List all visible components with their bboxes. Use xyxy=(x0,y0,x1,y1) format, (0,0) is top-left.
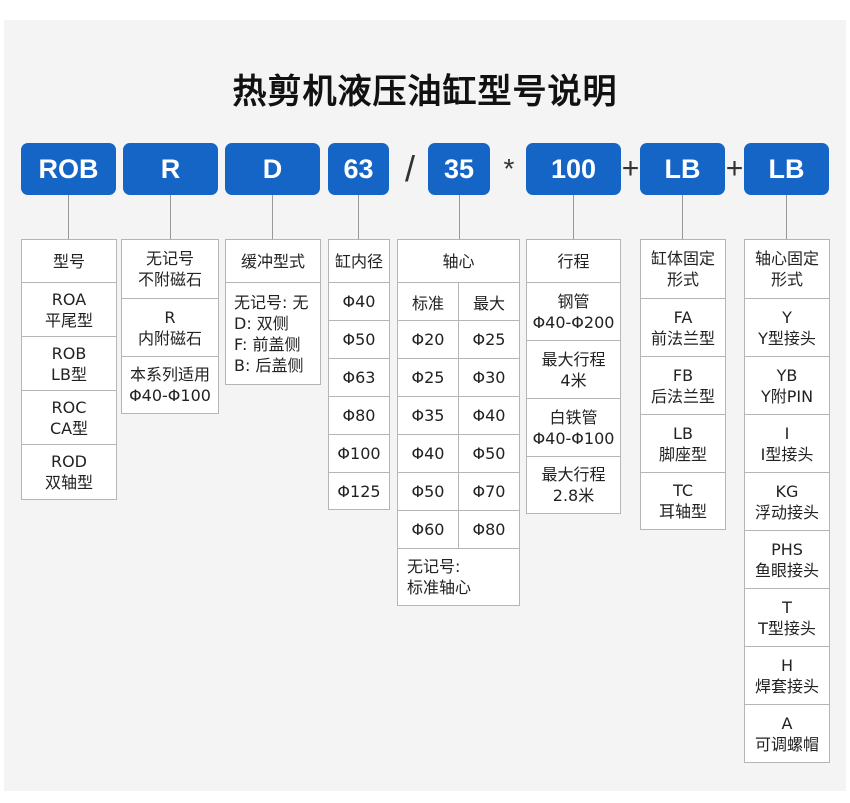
body-mount-header: 缸体固定 形式 xyxy=(650,249,715,289)
connector-line-rod-mount xyxy=(786,195,787,239)
rod-mount-option: H 焊套接头 xyxy=(745,646,829,704)
rod-mount-table: 轴心固定 形式 Y Y型接头 YB Y附PIN I I型接头 KG 浮动接头 P… xyxy=(744,239,830,763)
cushion-options: 无记号: 无 D: 双侧 F: 前盖侧 B: 后盖侧 xyxy=(226,282,320,384)
rod-table: 轴心 标准 最大 Φ20 Φ25 Φ25 Φ30 Φ35 Φ40 Φ40 Φ50… xyxy=(397,239,520,606)
rod-row: Φ60 Φ80 xyxy=(398,510,519,548)
rod-standard-value: Φ35 xyxy=(411,406,445,425)
separator-plus-1: + xyxy=(621,152,640,185)
rod-mount-option: KG 浮动接头 xyxy=(745,472,829,530)
connector-line-model xyxy=(68,195,69,239)
bore-table: 缸内径 Φ40 Φ50 Φ63 Φ80 Φ100 Φ125 xyxy=(328,239,390,510)
rod-mount-option: Y Y型接头 xyxy=(745,298,829,356)
rod-max-value: Φ25 xyxy=(458,321,519,358)
model-option: ROA 平尾型 xyxy=(22,282,116,336)
rod-max-value: Φ40 xyxy=(458,397,519,434)
stroke-option: 最大行程 4米 xyxy=(527,340,620,398)
rod-max-value: Φ50 xyxy=(458,435,519,472)
rod-col-standard: 标准 xyxy=(411,293,444,313)
separator-asterisk: * xyxy=(503,153,515,184)
code-segment-model: ROB xyxy=(21,143,116,195)
connector-line-rod xyxy=(459,195,460,239)
code-segment-magnet: R xyxy=(123,143,218,195)
rod-note: 无记号: 标准轴心 xyxy=(398,548,519,605)
rod-standard-value: Φ60 xyxy=(411,520,445,539)
code-segment-cushion: D xyxy=(225,143,320,195)
magnet-table: 无记号 不附磁石 R 内附磁石 本系列适用 Φ40-Φ100 xyxy=(121,239,219,414)
rod-column-headers: 标准 最大 xyxy=(398,282,519,320)
bore-option: Φ80 xyxy=(329,396,389,434)
code-segment-stroke: 100 xyxy=(526,143,621,195)
rod-row: Φ20 Φ25 xyxy=(398,320,519,358)
body-mount-option: LB 脚座型 xyxy=(641,414,725,472)
connector-line-bore xyxy=(358,195,359,239)
rod-standard-value: Φ40 xyxy=(411,444,445,463)
magnet-option: R 内附磁石 xyxy=(122,298,218,356)
rod-max-value: Φ80 xyxy=(458,511,519,548)
body-mount-option: FB 后法兰型 xyxy=(641,356,725,414)
cushion-option: D: 双侧 xyxy=(234,314,289,333)
rod-mount-header: 轴心固定 形式 xyxy=(754,249,819,289)
body-mount-table: 缸体固定 形式 FA 前法兰型 FB 后法兰型 LB 脚座型 TC 耳轴型 xyxy=(640,239,726,530)
connector-line-body-mount xyxy=(682,195,683,239)
bore-option: Φ40 xyxy=(329,282,389,320)
magnet-header: 无记号 不附磁石 xyxy=(137,249,202,289)
bore-header: 缸内径 xyxy=(334,251,383,271)
rod-mount-option: PHS 鱼眼接头 xyxy=(745,530,829,588)
rod-mount-option: A 可调螺帽 xyxy=(745,704,829,762)
model-option: ROC CA型 xyxy=(22,390,116,444)
rod-row: Φ50 Φ70 xyxy=(398,472,519,510)
page-title: 热剪机液压油缸型号说明 xyxy=(232,72,618,112)
rod-header: 轴心 xyxy=(442,251,475,271)
cushion-option: 无记号: 无 xyxy=(234,293,309,312)
separator-slash: / xyxy=(404,148,415,189)
body-mount-option: TC 耳轴型 xyxy=(641,472,725,529)
rod-standard-value: Φ25 xyxy=(411,368,445,387)
code-segment-body-mount: LB xyxy=(640,143,725,195)
cushion-header: 缓冲型式 xyxy=(240,251,305,271)
code-segment-bore: 63 xyxy=(328,143,389,195)
model-header: 型号 xyxy=(52,251,85,271)
connector-line-cushion xyxy=(272,195,273,239)
rod-row: Φ40 Φ50 xyxy=(398,434,519,472)
rod-row: Φ35 Φ40 xyxy=(398,396,519,434)
bore-option: Φ50 xyxy=(329,320,389,358)
rod-max-value: Φ30 xyxy=(458,359,519,396)
stroke-option: 钢管 Φ40-Φ200 xyxy=(527,282,620,340)
connector-line-magnet xyxy=(170,195,171,239)
cushion-option: F: 前盖侧 xyxy=(234,335,301,354)
cushion-option: B: 后盖侧 xyxy=(234,356,304,375)
rod-mount-option: T T型接头 xyxy=(745,588,829,646)
code-segment-rod: 35 xyxy=(428,143,490,195)
model-option: ROD 双轴型 xyxy=(22,444,116,499)
stroke-table: 行程 钢管 Φ40-Φ200 最大行程 4米 白铁管 Φ40-Φ100 最大行程… xyxy=(526,239,621,514)
bore-option: Φ100 xyxy=(329,434,389,472)
stroke-header: 行程 xyxy=(557,251,590,271)
body-mount-option: FA 前法兰型 xyxy=(641,298,725,356)
connector-line-stroke xyxy=(573,195,574,239)
magnet-option: 本系列适用 Φ40-Φ100 xyxy=(122,356,218,413)
rod-col-max: 最大 xyxy=(458,283,519,320)
rod-mount-option: I I型接头 xyxy=(745,414,829,472)
model-option: ROB LB型 xyxy=(22,336,116,390)
rod-standard-value: Φ50 xyxy=(411,482,445,501)
stroke-option: 最大行程 2.8米 xyxy=(527,456,620,513)
rod-row: Φ25 Φ30 xyxy=(398,358,519,396)
rod-max-value: Φ70 xyxy=(458,473,519,510)
rod-standard-value: Φ20 xyxy=(411,330,445,349)
bore-option: Φ125 xyxy=(329,472,389,509)
model-table: 型号 ROA 平尾型 ROB LB型 ROC CA型 ROD 双轴型 xyxy=(21,239,117,500)
code-segment-rod-mount: LB xyxy=(744,143,829,195)
cushion-table: 缓冲型式 无记号: 无 D: 双侧 F: 前盖侧 B: 后盖侧 xyxy=(225,239,321,385)
stroke-option: 白铁管 Φ40-Φ100 xyxy=(527,398,620,456)
rod-mount-option: YB Y附PIN xyxy=(745,356,829,414)
separator-plus-2: + xyxy=(725,152,744,185)
bore-option: Φ63 xyxy=(329,358,389,396)
